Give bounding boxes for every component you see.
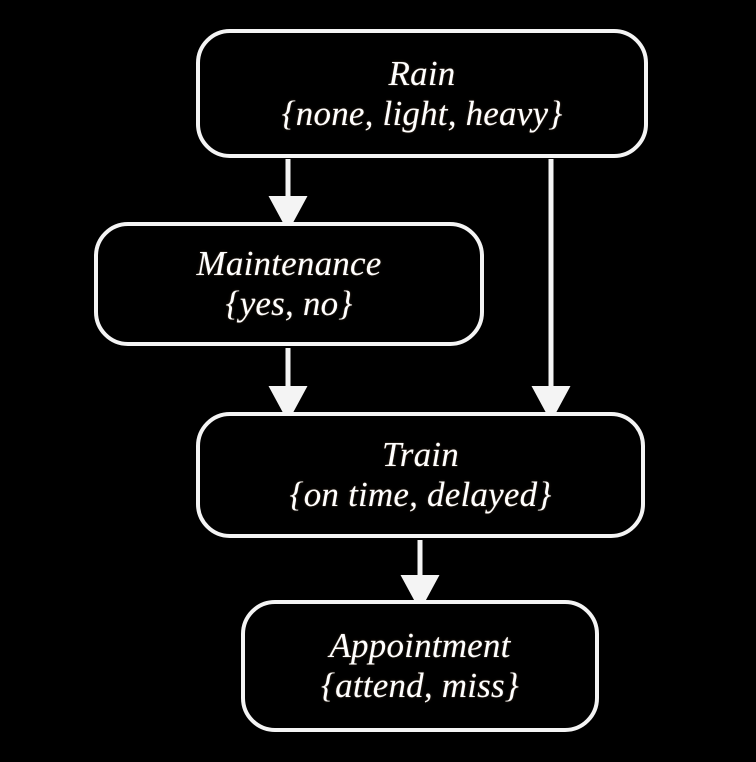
node-rain-title: Rain xyxy=(388,53,456,93)
node-train[interactable]: Train {on time, delayed} xyxy=(196,412,645,538)
node-appointment-states: {attend, miss} xyxy=(320,666,520,705)
node-appointment-title: Appointment xyxy=(329,626,511,666)
node-train-title: Train xyxy=(382,435,459,475)
node-maintenance-states: {yes, no} xyxy=(225,284,353,323)
node-train-states: {on time, delayed} xyxy=(289,475,552,514)
node-maintenance-title: Maintenance xyxy=(196,244,382,284)
node-maintenance[interactable]: Maintenance {yes, no} xyxy=(94,222,484,346)
node-rain-states: {none, light, heavy} xyxy=(281,93,563,133)
node-rain[interactable]: Rain {none, light, heavy} xyxy=(196,29,648,158)
node-appointment[interactable]: Appointment {attend, miss} xyxy=(241,600,599,732)
